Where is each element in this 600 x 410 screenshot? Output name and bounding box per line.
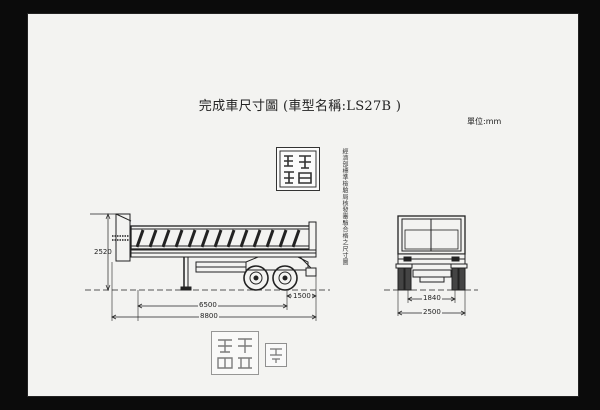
unit-label: 單位:mm	[467, 117, 502, 126]
certification-seal	[276, 147, 320, 191]
wheelbase-dimension: 6500	[198, 301, 218, 309]
rear-overhang-dimension: 1500	[292, 292, 312, 300]
track-width-dimension: 1840	[422, 294, 442, 302]
signature-stamp	[265, 343, 287, 367]
height-dimension: 2520	[94, 248, 112, 256]
certification-text: 經濟部標準檢驗局核發審驗合格之尺寸圖	[341, 148, 348, 265]
side-view	[85, 213, 330, 321]
overall-width-dimension: 2500	[422, 308, 442, 316]
page-title: 完成車尺寸圖 (車型名稱:LS27B )	[198, 99, 402, 114]
document-sheet	[28, 14, 578, 396]
approval-stamp	[211, 331, 259, 375]
overall-length-dimension: 8800	[199, 312, 219, 320]
